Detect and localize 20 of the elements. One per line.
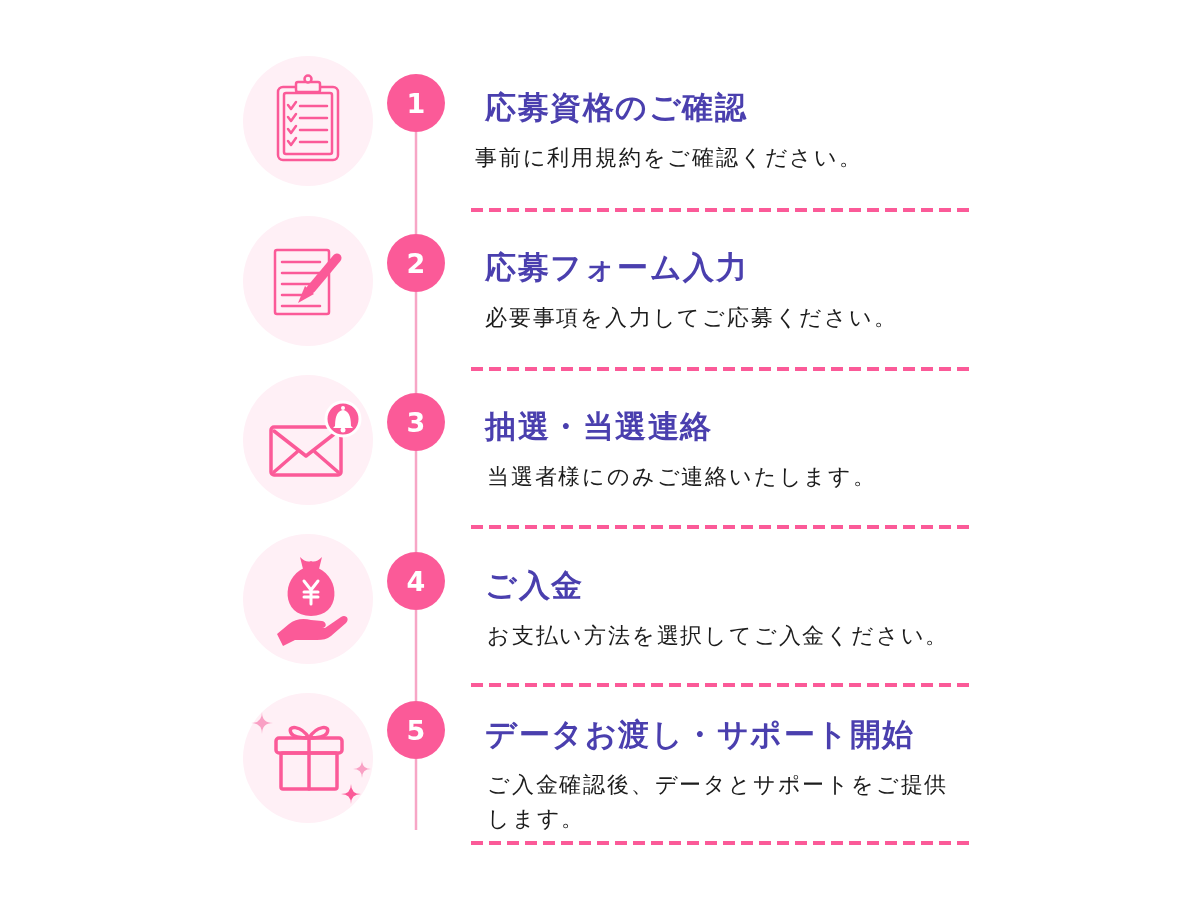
step-number-circle: 4 xyxy=(387,552,445,610)
step-heading: データお渡し・サポート開始 xyxy=(485,715,915,754)
step-description: お支払い方法を選択してご入金ください。 xyxy=(487,622,951,650)
step-number-circle: 1 xyxy=(387,74,445,132)
step-heading: 応募資格のご確認 xyxy=(485,88,747,127)
step-heading: 抽選・当選連絡 xyxy=(485,407,713,446)
step-number-circle: 3 xyxy=(387,393,445,451)
step-description: 当選者様にのみご連絡いたします。 xyxy=(487,463,878,491)
step-description: ご入金確認後、データとサポートをご提供します。 xyxy=(487,771,950,833)
timeline-line xyxy=(414,451,418,552)
step-description: 必要事項を入力してご応募ください。 xyxy=(485,304,899,332)
step-number-circle: 5 xyxy=(387,701,445,759)
timeline-line xyxy=(414,610,418,701)
step-heading: ご入金 xyxy=(485,566,584,605)
timeline-line xyxy=(414,292,418,393)
timeline-line xyxy=(414,132,418,234)
step-number-circle: 2 xyxy=(387,234,445,292)
step-heading: 応募フォーム入力 xyxy=(485,248,748,287)
timeline-line xyxy=(414,759,418,830)
step-description: 事前に利用規約をご確認ください。 xyxy=(475,144,864,172)
